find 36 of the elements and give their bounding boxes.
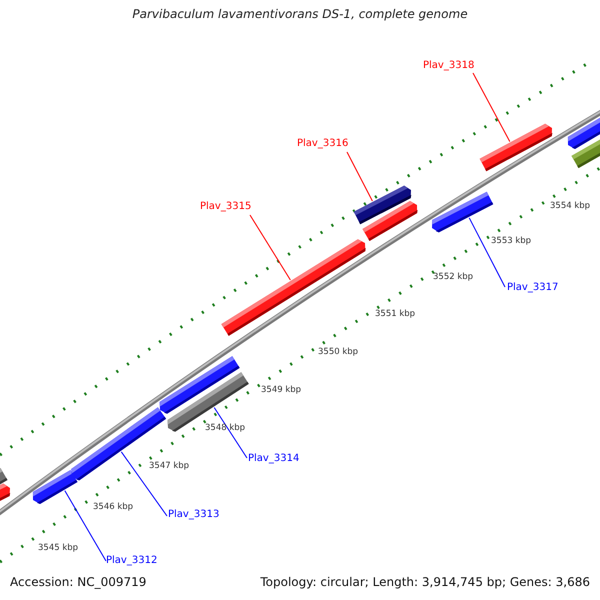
scale-label: 3547 kbp [149,462,190,470]
leader-line [472,72,510,142]
leader-line [120,451,168,516]
gene-segment [32,470,78,504]
leader-line [64,490,106,562]
gene-segment [480,124,552,172]
gene-label: Plav_3314 [248,454,300,464]
scale-label: 3548 kbp [205,424,246,432]
gene-segment [572,138,600,168]
scale-label: 3546 kbp [93,503,134,512]
gene-label: Plav_3318 [423,61,474,71]
scale-label: 3554 kbp [550,202,590,210]
footer-text: Accession: NC_009719 [10,576,146,588]
scale-label: 3553 kbp [491,237,532,246]
scale-label: 3552 kbp [433,273,474,282]
gene-segment [0,468,8,485]
leader-line [346,152,373,202]
gene-segment [168,372,249,432]
leader-line [468,217,506,288]
scale-label: 3550 kbp [318,348,358,356]
gene-segment [362,201,418,241]
gene-segment [221,239,366,336]
scale-label: 3549 kbp [261,386,302,394]
gene-label: Plav_3317 [507,283,558,293]
scale-label: 3545 kbp [38,544,78,552]
footer-text: Topology: circular; Length: 3,914,745 bp; Genes: 3,686 [260,576,590,588]
gene-label: Plav_3316 [297,139,348,149]
leader-line [250,214,291,280]
gene-segment [432,192,494,232]
title: Parvibaculum lavamentivorans DS-1, complete genome [131,8,469,20]
gene-label: Plav_3312 [106,556,158,566]
scale-label: 3551 kbp [375,310,416,318]
gene-label: Plav_3313 [168,510,220,520]
gene-segment [0,484,10,504]
gene-label: Plav_3315 [200,202,252,212]
leader-line [214,407,248,458]
